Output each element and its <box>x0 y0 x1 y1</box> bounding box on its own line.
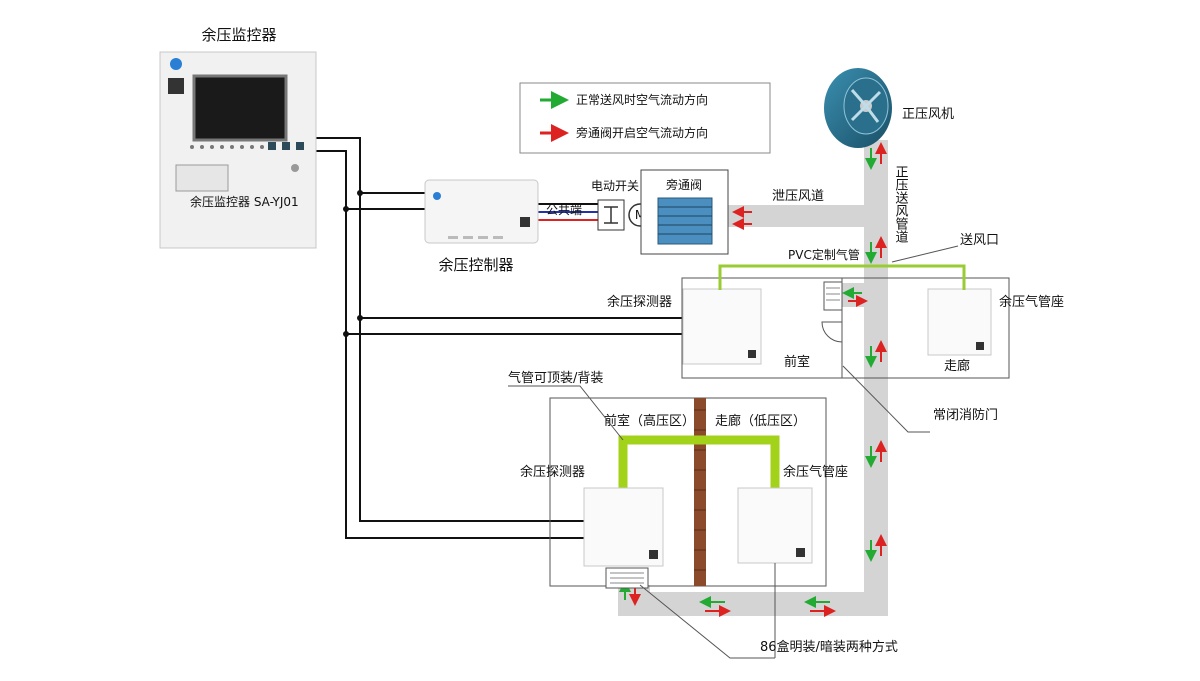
lower-room <box>549 397 827 589</box>
monitor-title: 余压监控器 <box>201 26 276 44</box>
upper-room <box>681 264 1010 379</box>
printer-slot <box>175 164 229 192</box>
monitor-model-label: 余压监控器 SA-YJ01 <box>190 194 299 209</box>
fire-door-leader <box>842 365 930 433</box>
electric-switch-label: 电动开关 <box>591 179 639 193</box>
air-outlet-grille-1 <box>823 281 843 311</box>
bypass-valve-label: 旁通阀 <box>666 177 702 192</box>
box-mount-leader <box>639 563 776 659</box>
legend-normal-label: 正常送风时空气流动方向 <box>576 92 708 107</box>
pipe-mount-label: 气管可顶装/背装 <box>508 370 603 386</box>
legend-bypass-label: 旁通阀开启空气流动方向 <box>576 125 708 140</box>
monitor-screen <box>192 74 288 142</box>
corridor-1-label: 走廊 <box>944 358 970 374</box>
switch-contact-icon <box>604 206 618 224</box>
pipe-base-2-qr-icon <box>796 548 805 557</box>
relief-duct <box>728 205 868 227</box>
controller-qr-icon <box>520 217 530 227</box>
monitor-cabinet: 余压监控器 SA-YJ01 <box>159 51 317 249</box>
positive-pressure-fan <box>824 68 892 148</box>
corridor-low-label: 走廊（低压区） <box>715 413 806 429</box>
air-outlet-leader <box>891 245 959 263</box>
controller-switch-wires <box>538 203 598 221</box>
front-room-1-label: 前室 <box>784 354 810 370</box>
front-room-high-label: 前室（高压区） <box>604 413 695 429</box>
brand-logo-icon <box>170 58 182 70</box>
common-terminal-label: 公共端 <box>546 203 582 217</box>
flow-legend: 正常送风时空气流动方向 旁通阀开启空气流动方向 <box>519 82 771 154</box>
fire-door-label: 常闭消防门 <box>933 407 998 423</box>
detector-1-qr-icon <box>748 350 756 358</box>
bypass-valve-icon <box>657 197 713 245</box>
relief-duct-label: 泄压风道 <box>772 189 824 204</box>
pipe-base-1-label: 余压气管座 <box>999 294 1064 310</box>
fire-door-icon <box>821 321 843 343</box>
detector-1-label: 余压探测器 <box>607 294 672 310</box>
indicator-lights <box>190 145 264 149</box>
function-button-2 <box>282 142 290 150</box>
pipe-mount-leader <box>508 385 624 441</box>
controller-title: 余压控制器 <box>438 256 513 274</box>
fan-label: 正压风机 <box>902 107 954 122</box>
pipe-base-2-label: 余压气管座 <box>783 464 848 480</box>
pvc-pipe-label: PVC定制气管 <box>788 247 860 262</box>
duct-flow-arrows <box>619 142 887 617</box>
controller-logo-icon <box>433 192 441 200</box>
pressure-pipe-large <box>618 435 780 488</box>
pvc-pipe <box>718 264 966 290</box>
relief-flow-arrows <box>732 206 752 230</box>
branch-duct-1 <box>842 283 868 307</box>
box-mount-label: 86盒明装/暗装两种方式 <box>760 639 898 655</box>
supply-duct-bottom <box>650 592 888 616</box>
pipe-base-1-qr-icon <box>976 342 984 350</box>
motor-symbol-text: M <box>635 208 645 222</box>
air-outlet-label: 送风口 <box>960 233 999 248</box>
partition-wall <box>694 398 706 586</box>
controller-leds <box>448 236 503 239</box>
function-button-3 <box>296 142 304 150</box>
detector-2-label: 余压探测器 <box>520 464 585 480</box>
bypass-valve <box>640 169 729 255</box>
wire-junctions <box>343 190 363 337</box>
detector-2-qr-icon <box>649 550 658 559</box>
supply-duct-label: 正压送风管道 <box>893 165 909 243</box>
function-button-1 <box>268 142 276 150</box>
key-lock-icon <box>291 164 299 172</box>
qr-code-icon <box>168 78 184 94</box>
residual-pressure-controller <box>424 179 539 244</box>
